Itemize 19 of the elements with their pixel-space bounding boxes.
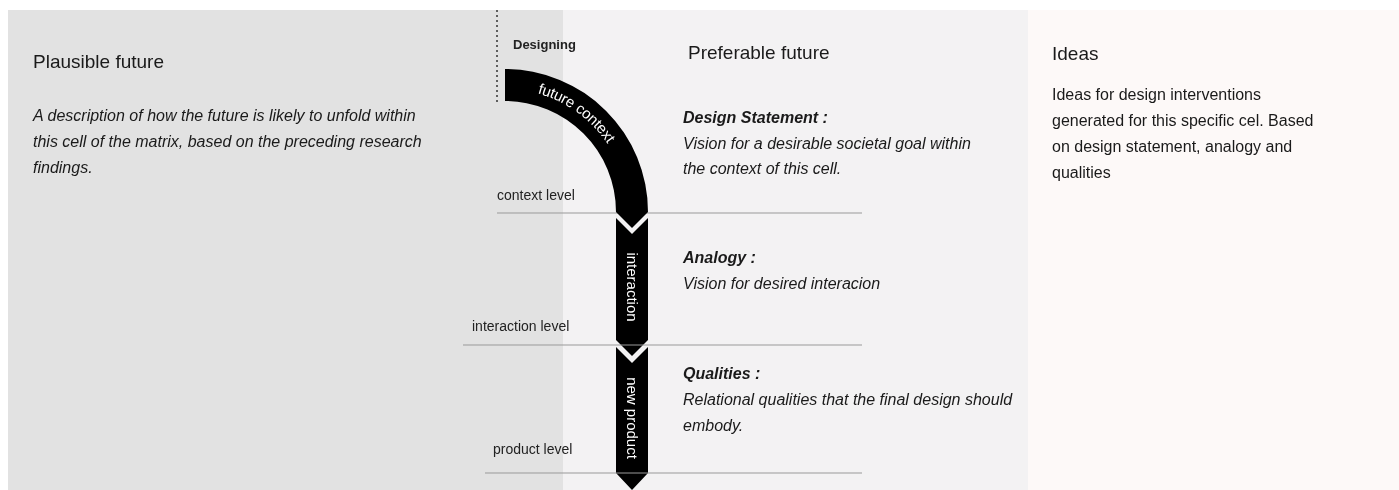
arrow-segment xyxy=(616,218,648,356)
description-text: Relational qualities that the final design should embody. xyxy=(683,390,1013,436)
segment-label: new product xyxy=(623,377,641,459)
level-label: product level xyxy=(493,441,573,457)
description-text: Ideas for design interventions generated for this specific cel. Based on design statement, analogy and qualities xyxy=(1052,85,1315,183)
level-label: context level xyxy=(497,187,575,203)
panel-heading: Plausible future xyxy=(33,50,165,74)
section-heading: Design Statement : xyxy=(683,108,829,128)
description-text: Vision for desired interacion xyxy=(683,274,882,294)
panel-heading: Preferable future xyxy=(688,41,831,65)
arrow-segment xyxy=(616,347,648,490)
description-text: A description of how the future is likely to unfold within this cell of the matrix, based on the preceding research findings. xyxy=(33,106,423,178)
section-heading: Qualities : xyxy=(683,364,762,384)
panel-heading: Ideas xyxy=(1052,42,1100,66)
segment-label: interaction xyxy=(623,252,641,322)
stage-label: Designing xyxy=(513,37,576,52)
section-heading: Analogy : xyxy=(683,248,757,268)
description-text: Vision for a desirable societal goal within the context of this cell. xyxy=(683,134,972,179)
level-label: interaction level xyxy=(472,318,570,334)
